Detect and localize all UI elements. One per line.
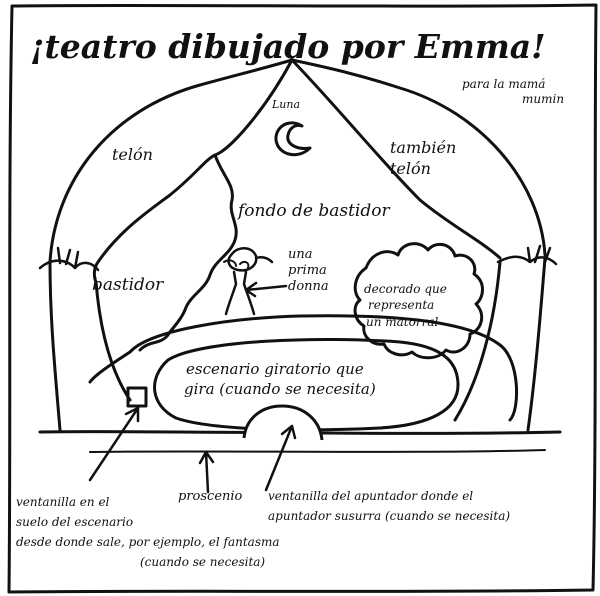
label-bush-3: un matorral	[366, 315, 438, 329]
label-curtain: telón	[112, 145, 153, 164]
label-prima-3: donna	[288, 279, 329, 294]
curtain-right-lower	[453, 256, 547, 432]
label-also-curtain-1: también	[390, 138, 456, 157]
label-trapdoor-3: desde donde sale, por ejemplo, el fantas…	[16, 535, 280, 549]
dedication-name: mumin	[522, 92, 564, 106]
outer-frame	[7, 3, 598, 594]
bush-scenery	[353, 242, 484, 360]
prima-donna-figure	[224, 247, 274, 316]
label-revolving-2: gira (cuando se necesita)	[184, 380, 376, 398]
dedication: para la mamá	[462, 77, 545, 91]
label-wing: bastidor	[92, 275, 164, 295]
page-title: ¡teatro dibujado por Emma!	[30, 27, 546, 66]
wing-bastidor	[138, 153, 238, 352]
curtain-right	[290, 58, 502, 260]
label-bush-2: representa	[368, 298, 434, 312]
revolving-stage-disk	[128, 314, 519, 422]
arrow-to-trapdoor	[88, 406, 140, 482]
revolving-stage-rim-left	[88, 350, 132, 384]
curtain-left-tie	[38, 246, 100, 272]
stage-floor-line	[89, 449, 546, 453]
curtain-left-lower	[48, 260, 132, 432]
label-prompter-2: apuntador susurra (cuando se necesita)	[268, 509, 510, 523]
prima-donna-eyes	[223, 259, 250, 269]
floor-trapdoor	[126, 386, 148, 408]
label-prima-2: prima	[288, 263, 327, 278]
moon-icon	[274, 121, 312, 157]
curtain-left	[92, 58, 294, 284]
label-moon: Luna	[271, 98, 300, 111]
label-bush-1: decorado que	[364, 282, 447, 296]
label-prompter-1: ventanilla del apuntador donde el	[268, 489, 473, 503]
arrow-to-prima-donna	[244, 281, 288, 298]
label-trapdoor-1: ventanilla en el	[16, 495, 110, 509]
revolving-stage	[153, 337, 460, 432]
label-prima-1: una	[288, 247, 313, 262]
label-trapdoor-4: (cuando se necesita)	[140, 555, 265, 569]
label-revolving-1: escenario giratorio que	[186, 360, 364, 378]
prompter-box	[242, 404, 324, 441]
arrow-to-proscenio	[198, 450, 215, 494]
label-backdrop: fondo de bastidor	[236, 201, 390, 221]
label-also-curtain-2: telón	[390, 159, 431, 178]
label-trapdoor-2: suelo del escenario	[16, 515, 133, 529]
curtain-right-tie	[496, 244, 558, 266]
label-proscenium: proscenio	[178, 489, 243, 504]
arrow-to-prompter-box	[264, 424, 297, 492]
